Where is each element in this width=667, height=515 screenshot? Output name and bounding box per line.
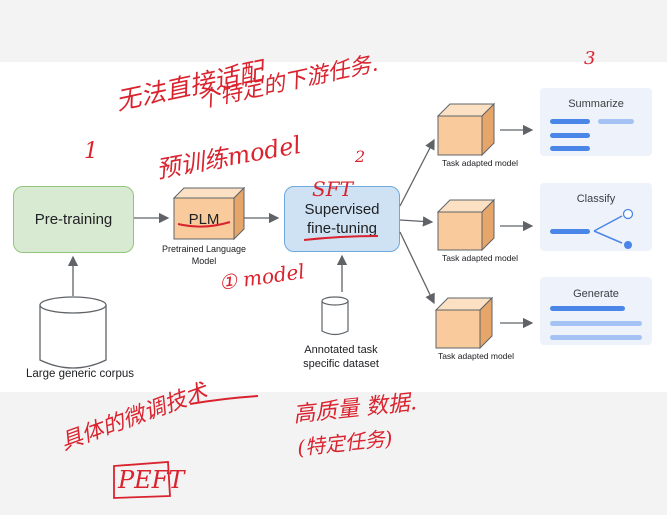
- peft-title-underline: [189, 395, 259, 405]
- corpus-label: Large generic corpus: [25, 368, 135, 380]
- generate-bar: [550, 321, 642, 326]
- plm-label: PLM: [189, 211, 220, 228]
- task-model-label-3: Task adapted model: [437, 351, 515, 361]
- sft-label-line1: Supervised: [304, 201, 380, 218]
- sft-label-line2: fine-tuning: [306, 220, 378, 237]
- generate-title: Generate: [573, 288, 619, 300]
- task-cube: [436, 198, 496, 252]
- plm-caption-line2: Model: [191, 256, 217, 266]
- generate-bar: [550, 335, 642, 340]
- classify-icon: [550, 208, 634, 249]
- sft-underline: [303, 235, 379, 241]
- plm-underline: [177, 221, 231, 228]
- annotation-num2: 2: [354, 147, 365, 166]
- annotation-model: ① model: [217, 259, 306, 295]
- generate-bar: [550, 306, 625, 311]
- summary-bar: [550, 146, 590, 151]
- annotation-num3: 3: [584, 48, 595, 69]
- task-model-label-1: Task adapted model: [441, 158, 519, 168]
- dataset-cylinder: [321, 296, 349, 336]
- plm-caption-line1: Pretrained Language: [161, 244, 247, 254]
- summarize-title: Summarize: [568, 98, 624, 110]
- dataset-label-line2: specific dataset: [303, 358, 379, 370]
- supervised-finetuning-box: Supervised fine-tuning: [284, 186, 400, 252]
- summary-bar: [550, 119, 590, 124]
- annotation-pretrained: 预训练model: [154, 131, 303, 184]
- dataset-label-line1: Annotated task: [304, 344, 378, 356]
- dataset-label: Annotated task specific dataset: [286, 343, 396, 371]
- sft-to-task1-arrow: [399, 138, 435, 207]
- summary-bar: [598, 119, 634, 124]
- summarize-card: Summarize: [540, 88, 652, 156]
- handwritten-annotations: 无法直接适配 个特定的下游任务. 1 预训练model 3 SFT 2 ① mo…: [58, 48, 595, 499]
- annotation-specific-task: (特定任务): [296, 426, 394, 460]
- task-cube: [434, 296, 494, 350]
- pretraining-box: Pre-training: [13, 186, 134, 253]
- annotation-quality-data: 高质量 数据.: [292, 390, 418, 428]
- sft-to-task2-arrow: [399, 216, 434, 227]
- classify-title: Classify: [576, 193, 616, 205]
- annotation-peft: PEFT: [117, 466, 186, 494]
- pretraining-label: Pre-training: [34, 211, 113, 228]
- generate-card: Generate: [540, 277, 652, 345]
- classify-card: Classify: [540, 183, 652, 251]
- sft-to-task3-arrow: [399, 231, 435, 305]
- task-cube: [436, 102, 496, 157]
- annotation-num1: 1: [84, 139, 98, 164]
- peft-box: [113, 461, 171, 499]
- corpus-cylinder: [39, 296, 107, 369]
- plm-caption: Pretrained Language Model: [148, 243, 260, 267]
- plm-cube: [172, 186, 246, 241]
- annotation-peft-title: 具体的微调技术: [58, 379, 213, 456]
- annotation-top-line2: 个特定的下游任务.: [196, 51, 380, 114]
- summary-bar: [550, 133, 590, 138]
- task-model-label-2: Task adapted model: [441, 253, 519, 263]
- annotation-sft: SFT: [312, 177, 355, 201]
